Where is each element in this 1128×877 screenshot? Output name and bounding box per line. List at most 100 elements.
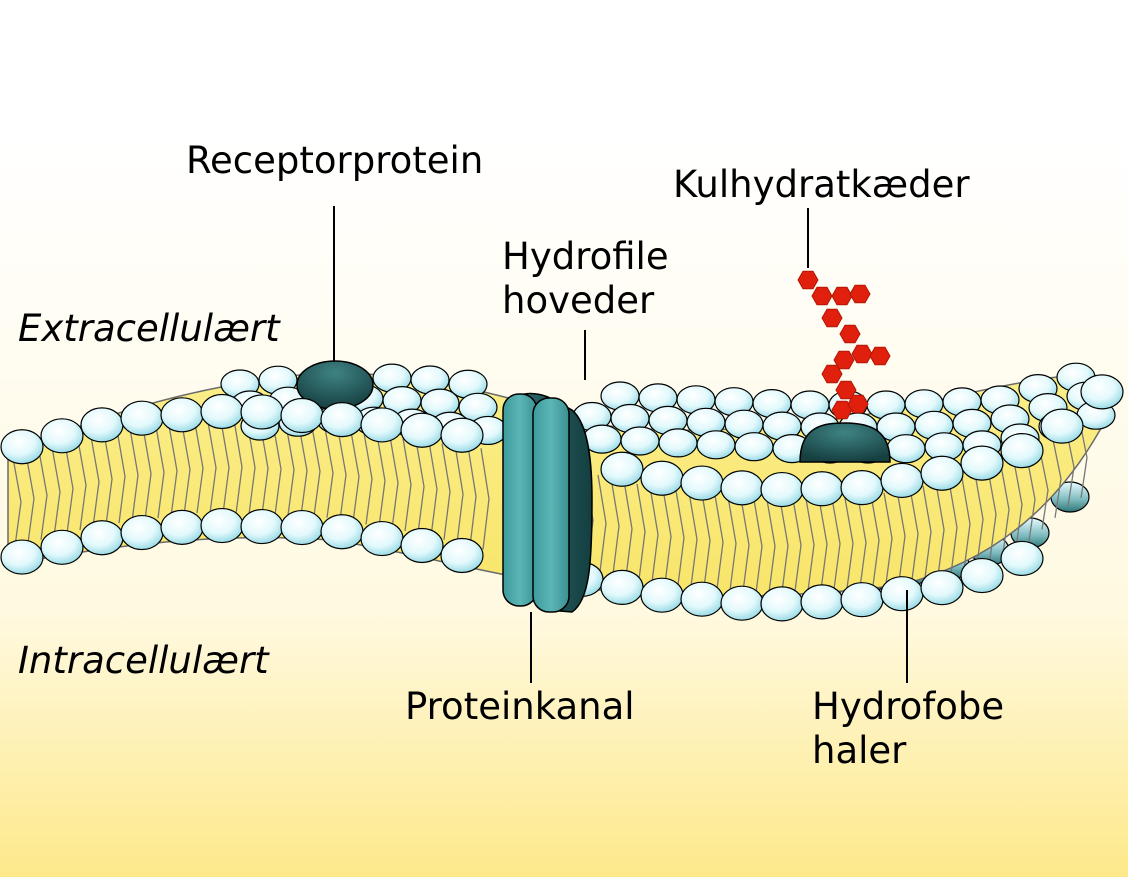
lipid-tail: [285, 424, 295, 516]
sugar-unit: [851, 344, 873, 364]
lipid-tail: [1052, 439, 1062, 518]
lipid-tail: [168, 425, 178, 517]
lipid-tail: [1039, 450, 1049, 530]
sugar-unit: [847, 394, 869, 414]
lipid-tail: [324, 427, 334, 518]
lipid-tail: [922, 485, 932, 578]
lipid-tail: [805, 498, 815, 591]
lipid-head: [720, 585, 764, 621]
lipid-tail: [701, 493, 711, 588]
lipid-tail: [116, 429, 126, 524]
lipid-tail: [272, 423, 282, 516]
lipid-tail: [77, 439, 87, 531]
lipid-tail: [402, 438, 412, 532]
lipid-head: [80, 520, 124, 556]
lipid-head: [1080, 374, 1124, 410]
lipid-tail: [766, 499, 776, 593]
sugar-unit: [821, 308, 843, 328]
lipid-tail: [337, 429, 347, 520]
lipid-tail: [415, 440, 425, 534]
lipid-tail: [207, 422, 217, 514]
lipid-tail: [636, 483, 646, 580]
extracellular-label: Extracellulært: [18, 307, 280, 350]
hydrophobic-label-line1: Hydrofobe: [812, 685, 1005, 728]
lipid-head: [600, 451, 644, 487]
lipid-tail: [831, 498, 841, 590]
lipid-head: [800, 584, 844, 620]
lipid-tail: [688, 491, 698, 587]
lipid-tail: [714, 495, 724, 590]
lipid-tail: [51, 447, 61, 537]
lipid-head: [620, 426, 660, 456]
lipid-tail: [1000, 465, 1010, 554]
lipid-tail: [25, 454, 35, 543]
lipid-tail: [753, 499, 763, 593]
lipid-tail: [142, 427, 152, 520]
lipid-tail: [12, 457, 22, 547]
lipid-tail: [467, 446, 477, 547]
lipid-tail: [740, 498, 750, 592]
lipid-head: [40, 529, 84, 565]
lipid-tail: [610, 477, 620, 575]
lipid-head: [720, 470, 764, 506]
lipid-tail: [883, 492, 893, 584]
lipid-head: [440, 537, 484, 574]
lipid-head: [320, 402, 364, 438]
lipid-tail: [961, 477, 971, 571]
lipid-tail: [675, 490, 685, 586]
lipid-tail: [623, 480, 633, 577]
channel-label: Proteinkanal: [405, 685, 635, 728]
lipid-tail: [38, 450, 48, 540]
lipid-head: [760, 586, 804, 622]
hydrophilic-label-line1: Hydrofile: [502, 235, 669, 278]
lipid-head: [400, 527, 444, 564]
lipid-head: [160, 509, 204, 545]
lipid-tail: [870, 495, 880, 586]
lipid-head: [400, 412, 444, 448]
lipid-head: [960, 557, 1004, 594]
lipid-head: [360, 520, 404, 557]
lipid-head: [920, 570, 964, 606]
lipid-head: [880, 462, 924, 499]
lipid-tail: [454, 444, 464, 544]
lipid-tail: [389, 436, 399, 529]
lipid-head: [1040, 408, 1084, 444]
lipid-tail: [311, 426, 321, 517]
lipid-head: [360, 407, 404, 443]
lipid-tail: [441, 443, 451, 540]
sugar-unit: [821, 364, 843, 384]
hydrophilic-label-line2: hoveder: [502, 279, 655, 322]
lipid-head: [280, 509, 324, 546]
lipid-head: [640, 460, 684, 496]
lipid-tail: [1026, 457, 1036, 542]
lipid-tail: [90, 436, 100, 528]
sugar-unit: [797, 270, 819, 290]
lipid-head: [440, 417, 484, 453]
receptor-label: Receptorprotein: [186, 139, 484, 182]
lipid-tail: [480, 448, 490, 550]
lipid-head: [200, 393, 244, 430]
lipid-tail: [233, 419, 243, 515]
lipid-tail: [194, 423, 204, 514]
lipid-head: [320, 514, 364, 550]
lipid-tail: [220, 421, 230, 514]
sugar-unit: [849, 284, 871, 304]
lipid-tail: [779, 499, 789, 592]
leader-lines: [333, 206, 908, 683]
lipid-head: [840, 582, 884, 618]
lipid-tail: [181, 424, 191, 515]
lower-leaflet-front-heads: [0, 507, 1044, 622]
lipid-head: [1000, 433, 1044, 469]
sugar-unit: [869, 346, 891, 366]
lipid-head: [680, 465, 724, 501]
lipid-tail: [987, 469, 997, 559]
lipid-tail: [103, 432, 113, 525]
upper-leaflet-front-heads: [0, 374, 1124, 508]
lipid-tail: [64, 443, 74, 534]
lipid-head: [40, 418, 84, 454]
lipid-head: [80, 407, 124, 443]
lipid-head: [696, 430, 736, 460]
glycoprotein: [799, 422, 891, 463]
lipid-tail: [298, 425, 308, 516]
